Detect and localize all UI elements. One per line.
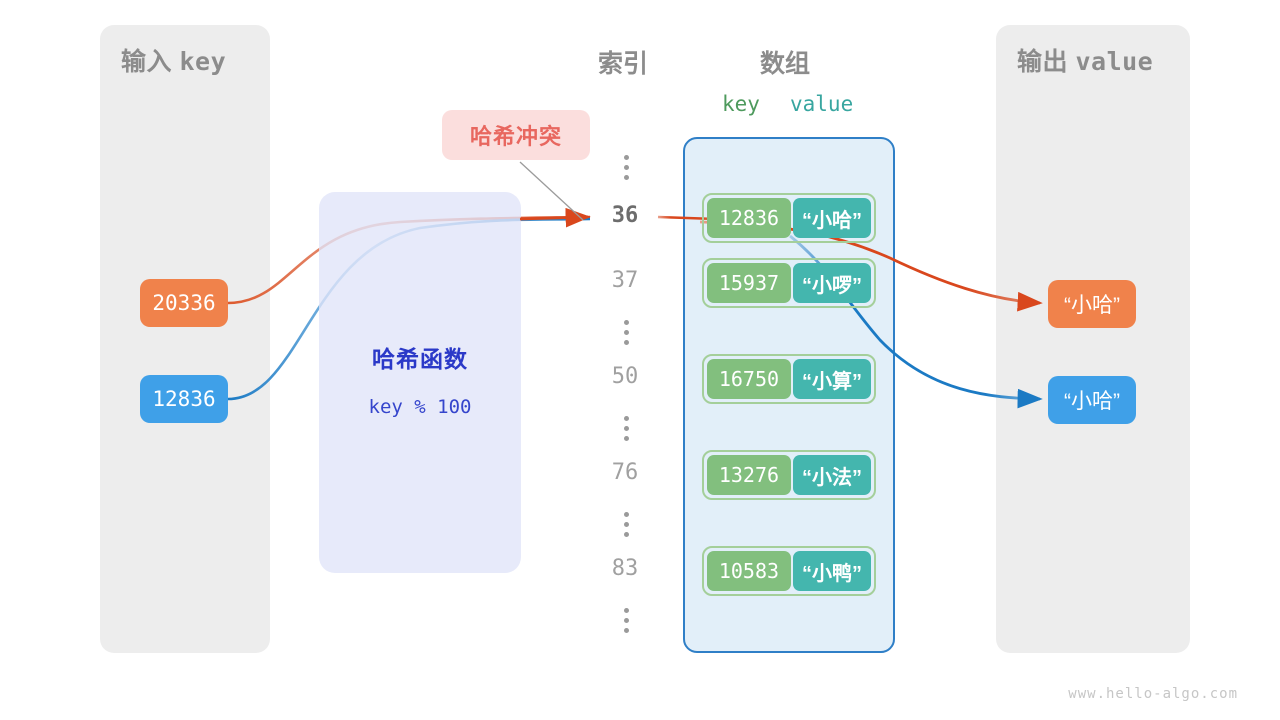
index-ellipsis xyxy=(624,416,629,441)
watermark: www.hello-algo.com xyxy=(1068,686,1238,702)
row-key-cell: 12836 xyxy=(707,198,791,238)
index-column-heading: 索引 xyxy=(598,50,649,78)
collision-badge: 哈希冲突 xyxy=(442,110,590,160)
collision-badge-label: 哈希冲突 xyxy=(469,124,562,149)
index-ellipsis xyxy=(624,512,629,537)
output-panel-title-cn: 输出 xyxy=(1017,48,1069,76)
value-column-label: value xyxy=(790,92,854,116)
output-panel-title: 输出 value xyxy=(1017,42,1153,78)
row-key-cell: 10583 xyxy=(707,551,791,591)
row-key-cell: 16750 xyxy=(707,359,791,399)
input-key-panel xyxy=(100,25,270,653)
index-ellipsis xyxy=(624,320,629,345)
index-ellipsis xyxy=(624,155,629,180)
input-panel-title: 输入 key xyxy=(121,42,226,78)
row-value-cell: “小算” xyxy=(792,359,871,399)
table-row[interactable]: 16750 “小算” xyxy=(702,354,876,404)
input-key-pill[interactable]: 12836 xyxy=(140,375,228,423)
hash-function-formula: key % 100 xyxy=(368,396,472,418)
index-label-50: 50 xyxy=(611,364,639,389)
index-label-76: 76 xyxy=(611,460,639,485)
output-value-panel xyxy=(996,25,1190,653)
row-key-cell: 13276 xyxy=(707,455,791,495)
row-value-cell: “小啰” xyxy=(792,263,871,303)
row-value-cell: “小鸭” xyxy=(792,551,871,591)
table-row[interactable]: 10583 “小鸭” xyxy=(702,546,876,596)
hash-function-box: 哈希函数 key % 100 xyxy=(319,192,521,573)
index-label-36: 36 xyxy=(611,203,639,228)
index-label-37: 37 xyxy=(611,268,639,293)
input-key-pill[interactable]: 20336 xyxy=(140,279,228,327)
row-value-cell: “小哈” xyxy=(792,198,871,238)
key-column-label: key xyxy=(722,92,760,116)
table-row[interactable]: 13276 “小法” xyxy=(702,450,876,500)
output-panel-title-mono: value xyxy=(1075,47,1154,76)
row-value-cell: “小法” xyxy=(792,455,871,495)
input-panel-title-cn: 输入 xyxy=(121,48,173,76)
hash-function-title: 哈希函数 xyxy=(372,346,468,372)
array-column-heading: 数组 xyxy=(760,50,811,78)
table-row[interactable]: 15937 “小啰” xyxy=(702,258,876,308)
output-value-pill[interactable]: “小哈” xyxy=(1048,280,1136,328)
row-key-cell: 15937 xyxy=(707,263,791,303)
arrow-to-index-36 xyxy=(519,207,591,228)
index-label-83: 83 xyxy=(611,556,639,581)
input-panel-title-mono: key xyxy=(179,47,227,76)
output-value-pill[interactable]: “小哈” xyxy=(1048,376,1136,424)
table-row[interactable]: 12836 “小哈” xyxy=(702,193,876,243)
index-ellipsis xyxy=(624,608,629,633)
collision-leader-line xyxy=(519,161,584,221)
